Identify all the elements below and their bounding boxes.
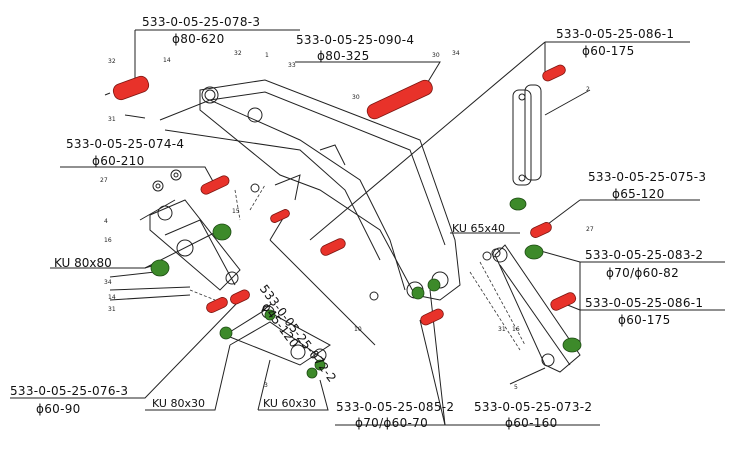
item-number: 2	[586, 86, 590, 93]
callout-c3-part: 533-0-05-25-086-1	[556, 27, 675, 41]
callout-c7-size: ϕ60-175	[618, 313, 671, 327]
callout-c5-size: ϕ65-120	[612, 187, 665, 201]
lower-link-b	[229, 321, 326, 361]
item-number: 3	[264, 382, 268, 389]
pin-074-4	[200, 175, 230, 195]
item-number: 4	[104, 218, 108, 225]
top-right-bar	[512, 89, 532, 186]
pin-078-3	[112, 75, 150, 101]
pin-073-2	[420, 308, 444, 326]
callout-c11-part: 533-0-05-25-073-2	[474, 400, 593, 414]
item-number: 32	[108, 58, 116, 65]
callout-c4-size: ϕ60-210	[92, 154, 145, 168]
item-number: 34	[452, 50, 460, 57]
item-number: 31	[108, 116, 116, 123]
item-number: 27	[100, 177, 108, 184]
callout-c9-size: ϕ60-90	[36, 402, 81, 416]
pin-075-3	[530, 222, 552, 238]
bushing-label-ku80x80: KU 80x80	[54, 256, 112, 270]
callout-c5-part: 533-0-05-25-075-3	[588, 170, 707, 184]
bushing-lower-right	[562, 337, 582, 353]
callout-c10-part: 533-0-05-25-085-2	[336, 400, 455, 414]
bushing-ku80x80-a	[150, 259, 170, 277]
bushing-label-ku60x30: KU 60x30	[263, 397, 316, 410]
right-link	[494, 244, 581, 373]
bushing-ku65x40	[509, 197, 527, 211]
left-link	[149, 199, 241, 291]
item-number: 32	[234, 50, 242, 57]
bushing-ku80x80-b	[212, 223, 232, 241]
bushing-085-2a	[411, 286, 425, 300]
pin-072-2b	[320, 238, 346, 256]
bushing-ku60x30b	[314, 359, 326, 371]
bushing-mid	[264, 309, 276, 321]
callout-c1-size: ϕ80-620	[172, 32, 225, 46]
callout-c3-size: ϕ60-175	[582, 44, 635, 58]
bushing-ku80x30	[219, 326, 233, 340]
bushing-083-2	[524, 244, 544, 260]
item-number: 31	[498, 326, 506, 333]
item-number: 34	[104, 279, 112, 286]
item-number: 16	[512, 326, 520, 333]
item-number: 14	[108, 294, 116, 301]
bushing-label-ku80x30: KU 80x30	[152, 397, 205, 410]
callout-c11-size: ϕ60-160	[505, 416, 558, 430]
callout-c6-part: 533-0-05-25-083-2	[585, 248, 704, 262]
item-number: 31	[108, 306, 116, 313]
item-number: 14	[163, 57, 171, 64]
item-number: 16	[104, 237, 112, 244]
item-number: 30	[352, 94, 360, 101]
boom-frame	[199, 79, 461, 301]
callout-c6-size: ϕ70/ϕ60-82	[606, 266, 680, 280]
item-number: 10	[354, 326, 362, 333]
callout-c7-part: 533-0-05-25-086-1	[585, 296, 704, 310]
pin-086-1-top	[542, 64, 566, 82]
item-number: 33	[288, 62, 296, 69]
pin-076-3a	[206, 297, 228, 313]
callout-c10-size: ϕ70/ϕ60-70	[355, 416, 429, 430]
callout-c1-part: 533-0-05-25-078-3	[142, 15, 261, 29]
bushing-ku60x30a	[306, 367, 318, 379]
callout-c2-part: 533-0-05-25-090-4	[296, 33, 415, 47]
pin-090-4	[366, 79, 433, 120]
pin-086-1-mid	[550, 292, 577, 311]
pin-076-3b	[230, 289, 250, 305]
callout-c4-part: 533-0-05-25-074-4	[66, 137, 185, 151]
item-number: 5	[514, 384, 518, 391]
item-number: 15	[232, 208, 240, 215]
callout-c9-part: 533-0-05-25-076-3	[10, 384, 129, 398]
item-number: 30	[432, 52, 440, 59]
item-number: 27	[586, 226, 594, 233]
lower-link-a	[223, 309, 331, 366]
pin-072-2a	[270, 209, 290, 223]
item-number: 1	[265, 52, 269, 59]
bushing-085-2b	[427, 278, 441, 292]
callout-c2-size: ϕ80-325	[317, 49, 370, 63]
bushing-label-ku65x40: KU 65x40	[452, 222, 505, 235]
